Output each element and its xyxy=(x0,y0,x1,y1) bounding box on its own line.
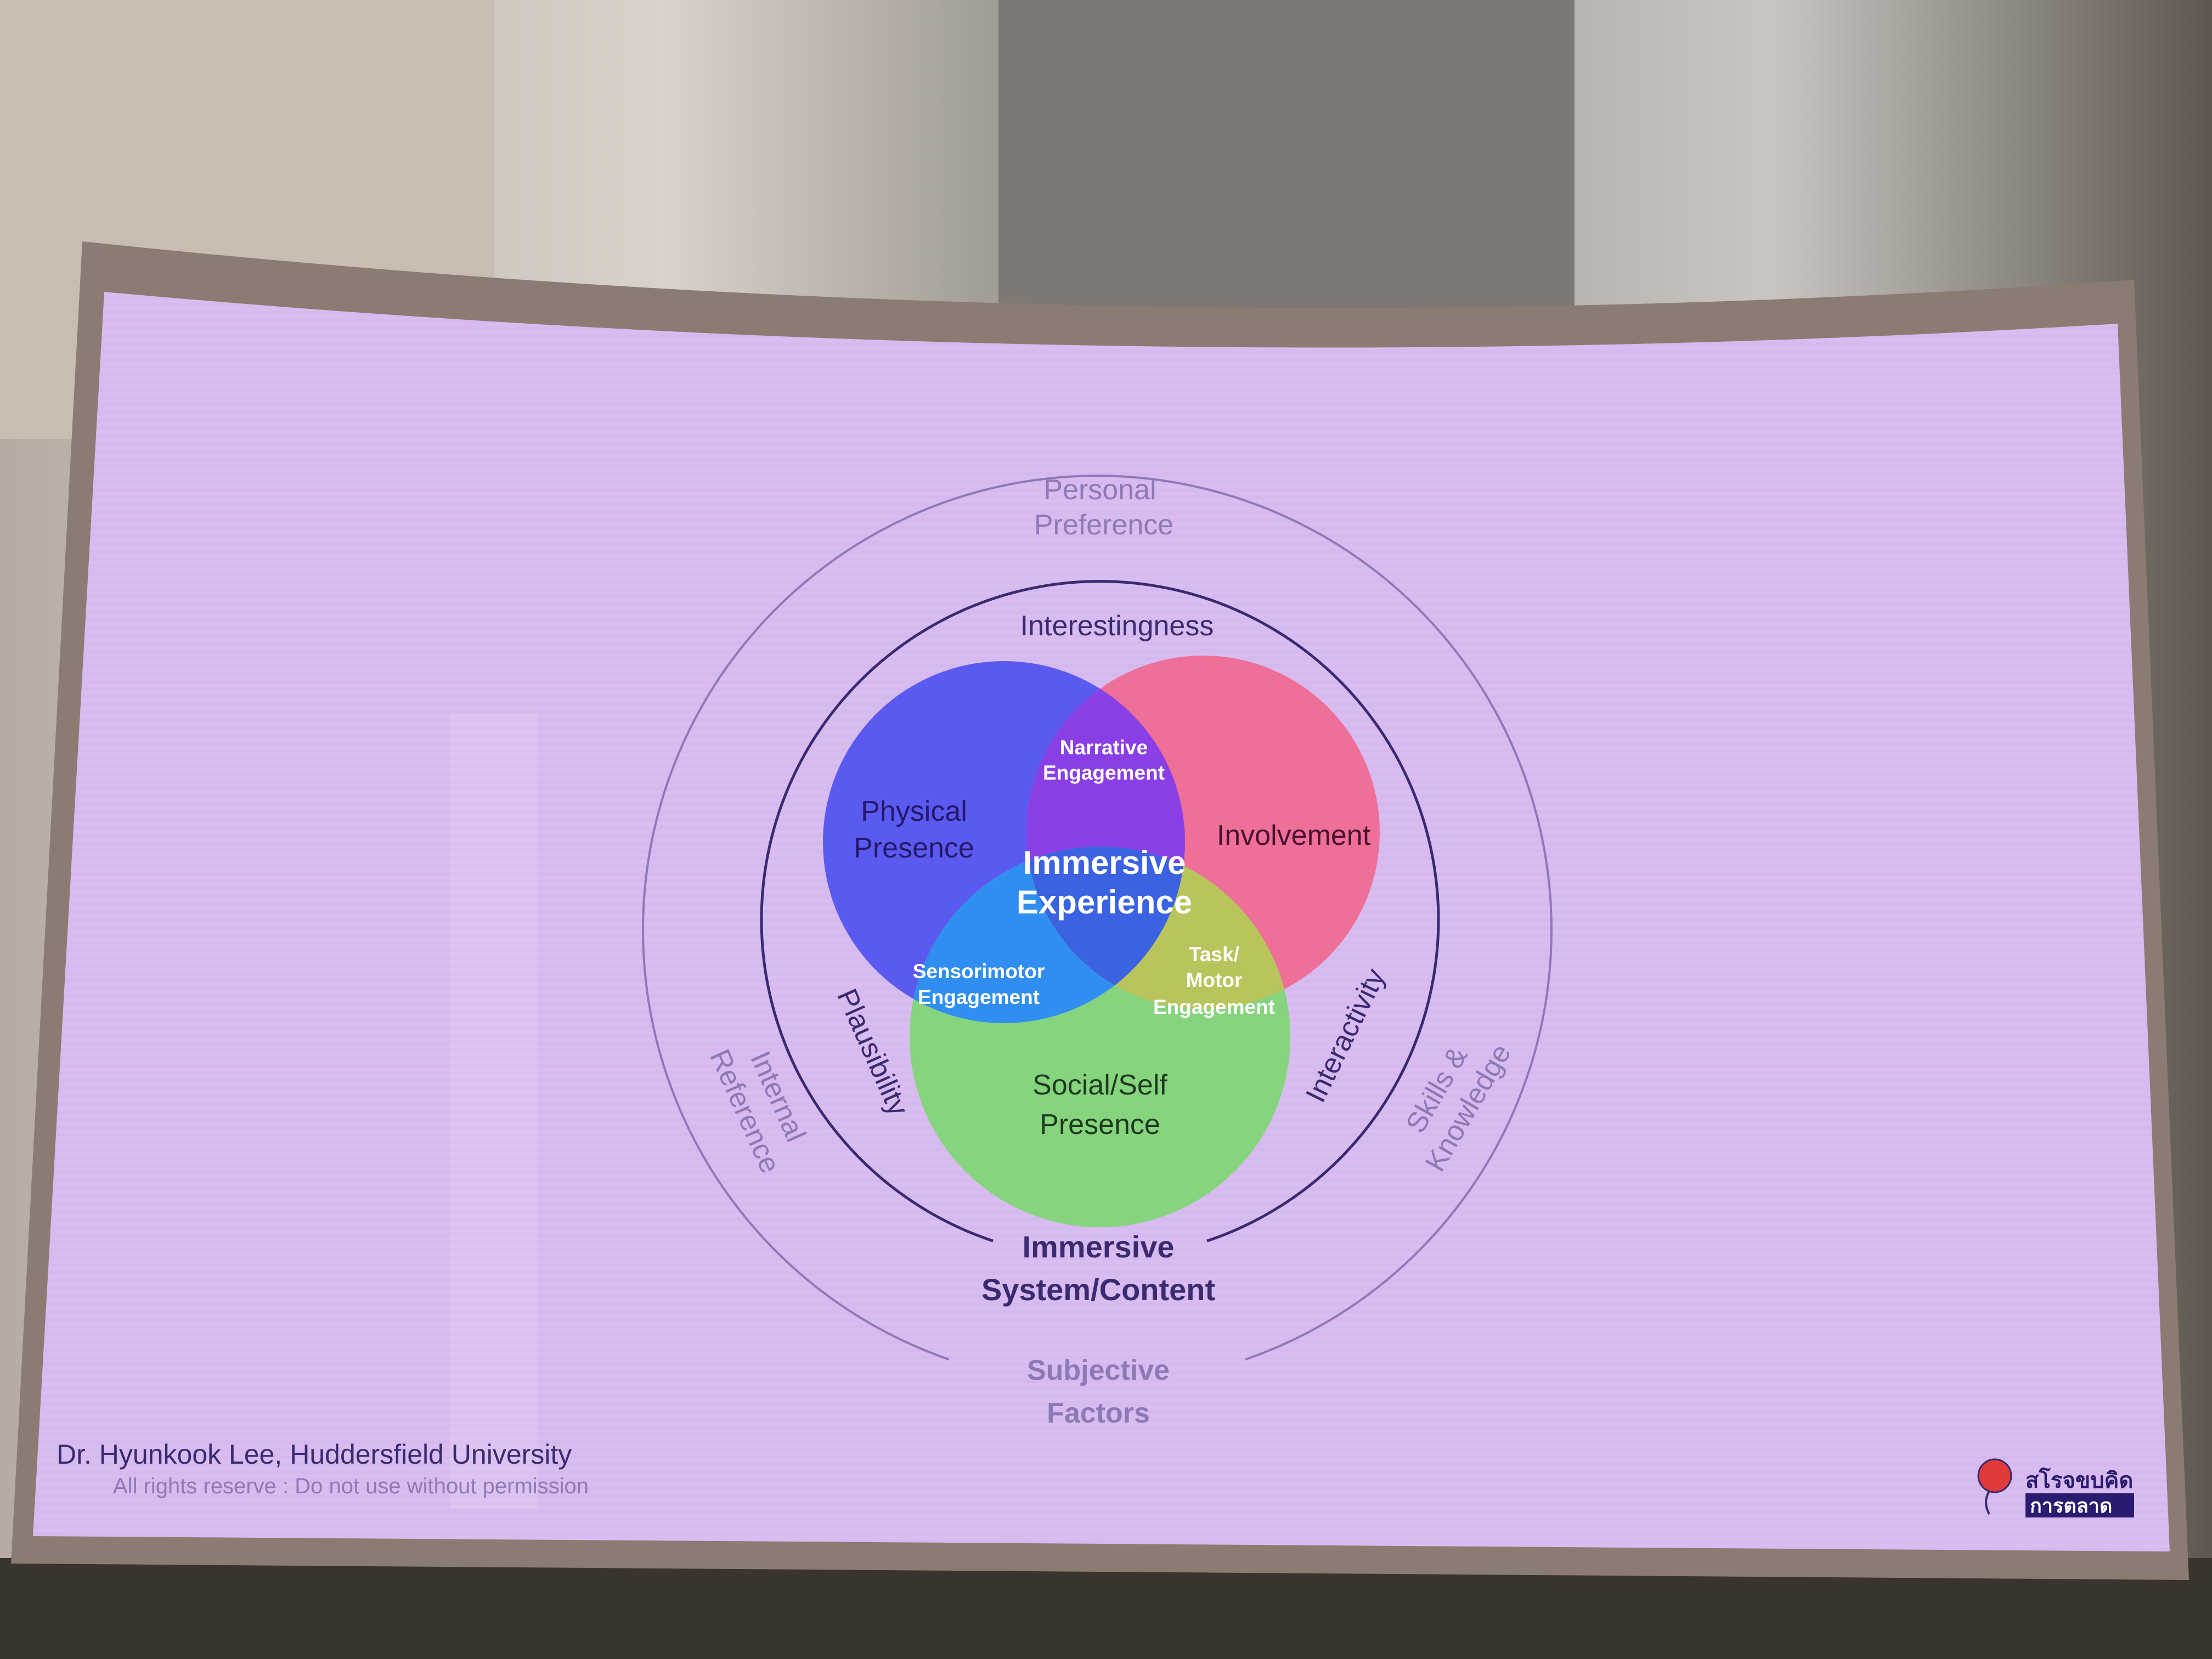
label-sensorimotor-engagement-2: Engagement xyxy=(918,986,1040,1008)
label-subjective-factors: Subjective xyxy=(1027,1355,1170,1386)
label-immersive-system: Immersive xyxy=(1022,1229,1174,1264)
outer-ring xyxy=(642,475,1553,1361)
region-immersive-experience xyxy=(1026,847,1185,1009)
label-personal-preference: Personal xyxy=(1043,474,1156,506)
reflection xyxy=(450,713,538,1509)
label-task-motor-engagement-3: Engagement xyxy=(1153,996,1275,1018)
label-narrative-engagement-2: Engagement xyxy=(1043,761,1165,784)
label-personal-preference-2: Preference xyxy=(1034,509,1173,541)
label-immersive-system-2: System/Content xyxy=(981,1272,1215,1307)
logo-icon xyxy=(1977,1458,2012,1493)
footer-credit: Dr. Hyunkook Lee, Huddersfield Universit… xyxy=(57,1439,572,1470)
label-task-motor-engagement-2: Motor xyxy=(1186,969,1243,991)
logo-line1: สโรจขบคิด xyxy=(2025,1468,2133,1493)
inner-ring xyxy=(760,580,1440,1243)
label-physical-presence: Physical xyxy=(861,795,967,827)
label-immersive-experience: Immersive xyxy=(1023,844,1186,881)
region-sensorimotor xyxy=(910,847,1185,1023)
label-narrative-engagement: Narrative xyxy=(1060,736,1148,759)
label-task-motor-engagement: Task/ xyxy=(1189,943,1239,966)
logo-line2-bg xyxy=(2025,1493,2134,1517)
label-interestingness: Interestingness xyxy=(1020,610,1214,642)
venn-diagram xyxy=(823,656,1380,1227)
region-task-motor xyxy=(1026,847,1290,1009)
label-social-presence: Social/Self xyxy=(1032,1069,1167,1101)
label-involvement: Involvement xyxy=(1217,820,1371,851)
logo: สโรจขบคิด การตลาด xyxy=(1977,1458,2134,1517)
label-immersive-experience-2: Experience xyxy=(1017,884,1192,921)
label-subjective-factors-2: Factors xyxy=(1047,1397,1150,1429)
logo-icon-stem xyxy=(1985,1490,1990,1515)
label-physical-presence-2: Presence xyxy=(854,832,974,864)
footer-rights: All rights reserve : Do not use without … xyxy=(113,1474,589,1498)
label-sensorimotor-engagement: Sensorimotor xyxy=(913,960,1045,983)
ceiling-structure xyxy=(998,0,1575,329)
logo-line2: การตลาด xyxy=(2030,1495,2112,1517)
label-social-presence-2: Presence xyxy=(1040,1109,1160,1141)
